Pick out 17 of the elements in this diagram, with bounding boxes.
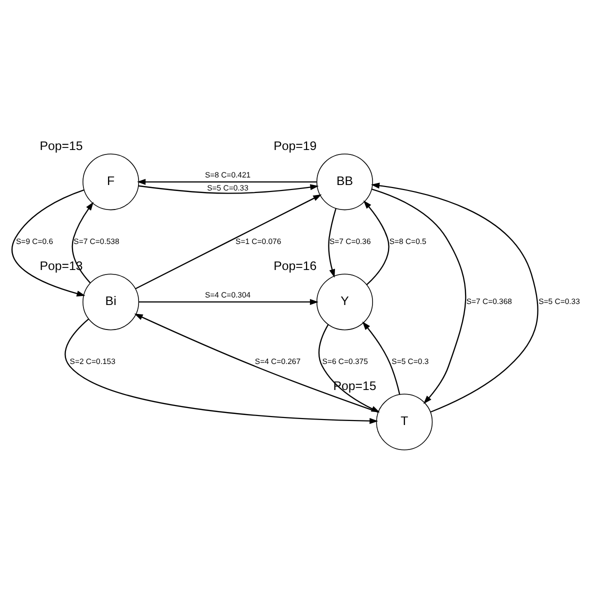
edge-label: S=8 C=0.421	[204, 170, 251, 180]
edge-label: S=5 C=0.33	[538, 296, 580, 306]
edge-label: S=1 C=0.076	[236, 236, 282, 246]
edge-label: S=5 C=0.3	[392, 356, 429, 366]
edge-label: S=7 C=0.368	[466, 296, 512, 306]
edge-label: S=2 C=0.153	[70, 356, 116, 366]
edge-label: S=4 C=0.304	[204, 290, 251, 300]
edge-label: S=5 C=0.33	[207, 183, 248, 192]
node-label: Pop=15	[40, 139, 83, 154]
node-label: Pop=16	[274, 259, 317, 274]
edge-label: S=4 C=0.267	[254, 356, 301, 366]
edge-label: S=9 C=0.6	[16, 236, 54, 246]
edge-label: S=7 C=0.36	[330, 236, 371, 246]
edge-label: S=8 C=0.5	[389, 236, 426, 246]
edge-label: S=6 C=0.375	[322, 356, 368, 366]
node-label: Pop=19	[274, 139, 317, 154]
edge-label: S=7 C=0.538	[74, 236, 120, 246]
